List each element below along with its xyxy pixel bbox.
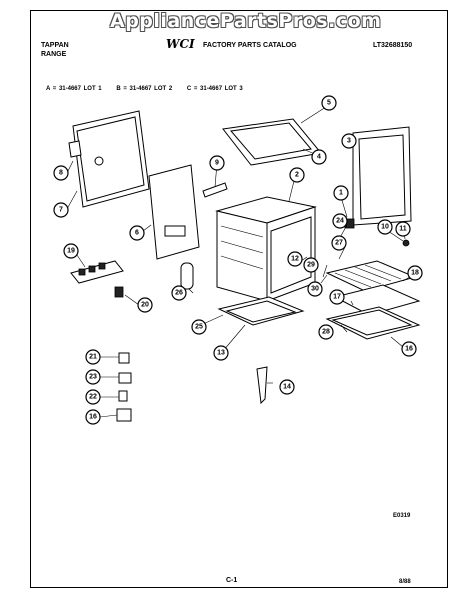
svg-text:21: 21	[89, 354, 97, 361]
callout-28: 28	[318, 324, 334, 340]
element-part	[180, 262, 194, 290]
brand-label: TAPPAN RANGE	[41, 41, 69, 59]
component-leaders	[99, 356, 119, 418]
svg-text:12: 12	[291, 256, 299, 263]
callout-29: 29	[303, 257, 319, 273]
svg-text:8: 8	[59, 170, 63, 177]
component-21-part	[118, 352, 130, 364]
callout-4: 4	[311, 149, 327, 165]
component-16-part	[116, 408, 132, 422]
svg-text:1: 1	[339, 190, 343, 197]
callout-8: 8	[53, 165, 69, 181]
callout-7: 7	[53, 202, 69, 218]
svg-text:11: 11	[399, 226, 407, 233]
switch-block-part	[70, 260, 124, 284]
svg-text:19: 19	[67, 248, 75, 255]
svg-text:6: 6	[135, 230, 139, 237]
catalog-date: 8/88	[399, 579, 411, 585]
back-panel-part	[72, 110, 150, 208]
page-number: C-1	[226, 577, 238, 584]
callout-9: 9	[209, 155, 225, 171]
bracket-part	[202, 182, 228, 198]
svg-text:26: 26	[175, 290, 183, 297]
svg-text:13: 13	[217, 350, 225, 357]
wci-logo: WCI	[166, 37, 195, 51]
svg-text:30: 30	[311, 286, 319, 293]
component-23-part	[118, 372, 132, 384]
lot-legend: A = 31-4667 LOT 1 B = 31-4667 LOT 2 C = …	[46, 86, 255, 92]
svg-text:16: 16	[89, 414, 97, 421]
screw-part	[402, 239, 410, 247]
callout-13: 13	[213, 345, 229, 361]
callout-23: 23	[85, 369, 101, 385]
callout-25: 25	[191, 319, 207, 335]
svg-text:17: 17	[333, 294, 341, 301]
callout-11: 11	[395, 221, 411, 237]
callout-26: 26	[171, 285, 187, 301]
callout-2: 2	[289, 167, 305, 183]
callout-1: 1	[333, 185, 349, 201]
lot-a: A = 31-4667 LOT 1	[46, 86, 102, 92]
svg-text:4: 4	[317, 154, 321, 161]
svg-text:20: 20	[141, 302, 149, 309]
callout-5: 5	[321, 95, 337, 111]
svg-text:23: 23	[89, 374, 97, 381]
callout-30: 30	[307, 281, 323, 297]
component-22-part	[118, 390, 128, 402]
callout-16-component: 16	[85, 409, 101, 425]
svg-text:22: 22	[89, 394, 97, 401]
lot-c: C = 31-4667 LOT 3	[186, 86, 243, 92]
parts-catalog-page: TAPPAN RANGE WCI FACTORY PARTS CATALOG L…	[30, 10, 448, 588]
callout-24: 24	[332, 213, 348, 229]
svg-text:14: 14	[283, 384, 291, 391]
svg-text:10: 10	[381, 224, 389, 231]
watermark-text: AppliancePartsPros.com	[110, 10, 382, 32]
bottom-panel-part	[217, 296, 305, 326]
oven-rack-part	[325, 260, 417, 292]
catalog-title: FACTORY PARTS CATALOG	[203, 42, 297, 49]
callout-12: 12	[287, 251, 303, 267]
svg-text:2: 2	[295, 172, 299, 179]
storage-drawer-part	[325, 306, 421, 340]
svg-text:16: 16	[405, 346, 413, 353]
callout-10: 10	[377, 219, 393, 235]
leg-part	[256, 366, 268, 405]
broiler-pan-part	[333, 284, 421, 316]
svg-text:25: 25	[195, 324, 203, 331]
cover-plate-part	[68, 140, 82, 158]
lot-b: B = 31-4667 LOT 2	[116, 86, 173, 92]
svg-text:28: 28	[322, 329, 330, 336]
callout-20: 20	[137, 297, 153, 313]
oven-door-part	[352, 126, 412, 226]
svg-text:18: 18	[411, 270, 419, 277]
callout-14: 14	[279, 379, 295, 395]
diagram-code: E0319	[393, 513, 411, 519]
callout-6: 6	[129, 225, 145, 241]
side-panel-part	[148, 164, 200, 260]
svg-text:24: 24	[336, 218, 344, 225]
callout-17: 17	[329, 289, 345, 305]
svg-text:5: 5	[327, 100, 331, 107]
callout-22: 22	[85, 389, 101, 405]
svg-text:29: 29	[307, 262, 315, 269]
callout-19: 19	[63, 243, 79, 259]
top-cover-part	[222, 118, 322, 166]
callout-3: 3	[341, 133, 357, 149]
callout-27: 27	[331, 235, 347, 251]
clip-part	[114, 286, 124, 298]
svg-text:3: 3	[347, 138, 351, 145]
callout-16-broiler: 16	[401, 341, 417, 357]
brand-name: TAPPAN	[41, 42, 69, 49]
callout-18: 18	[407, 265, 423, 281]
document-number: LT32688150	[373, 42, 413, 49]
product-type: RANGE	[41, 51, 67, 58]
exploded-parts-diagram: 5 4 3 8 7 6 9 2 1 24 10 11 27 12 29 30 1…	[53, 95, 423, 425]
oven-cavity-part	[215, 196, 317, 302]
callout-21: 21	[85, 349, 101, 365]
svg-text:27: 27	[335, 240, 343, 247]
svg-text:9: 9	[215, 160, 219, 167]
svg-text:7: 7	[59, 207, 63, 214]
